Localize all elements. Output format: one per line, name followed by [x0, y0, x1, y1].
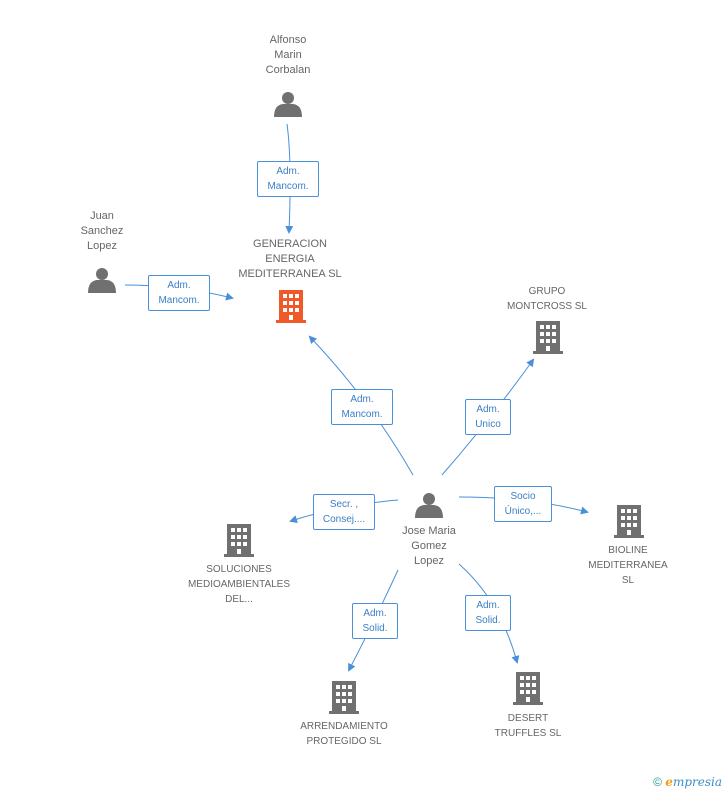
edge-label-juan-generacion[interactable]: Adm. Mancom.	[148, 275, 210, 311]
building-icon-desert[interactable]	[513, 672, 543, 705]
building-icon-grupo[interactable]	[533, 321, 563, 354]
building-icon-generacion[interactable]	[276, 290, 306, 323]
edge-label-jose-soluciones[interactable]: Secr. , Consej....	[313, 494, 375, 530]
person-icon-alfonso[interactable]	[274, 92, 302, 117]
company-label-generacion[interactable]: GENERACION ENERGIA MEDITERRANEA SL	[238, 238, 342, 280]
company-label-bioline[interactable]: BIOLINE MEDITERRANEA SL	[588, 545, 668, 586]
person-label-juan[interactable]: Juan Sanchez Lopez	[80, 210, 124, 252]
company-label-grupo[interactable]: GRUPO MONTCROSS SL	[506, 286, 587, 312]
edge-label-alfonso-generacion[interactable]: Adm. Mancom.	[257, 161, 319, 197]
company-label-desert[interactable]: DESERT TRUFFLES SL	[494, 713, 562, 739]
edge-label-jose-generacion[interactable]: Adm. Mancom.	[331, 389, 393, 425]
person-icon-jose[interactable]	[415, 493, 443, 518]
person-label-jose[interactable]: Jose Maria Gomez Lopez	[402, 525, 456, 567]
copyright-symbol: ©	[653, 775, 662, 789]
brand-logo: empresia	[665, 775, 722, 789]
person-icon-juan[interactable]	[88, 268, 116, 293]
company-label-soluciones[interactable]: SOLUCIONES MEDIOAMBIENTALES DEL...	[187, 564, 291, 605]
building-icon-bioline[interactable]	[614, 505, 644, 538]
building-icon-soluciones[interactable]	[224, 524, 254, 557]
edge-label-jose-desert[interactable]: Adm. Solid.	[465, 595, 511, 631]
edge-label-jose-bioline[interactable]: Socio Único,...	[494, 486, 552, 522]
edge-label-jose-arrendamiento[interactable]: Adm. Solid.	[352, 603, 398, 639]
person-label-alfonso[interactable]: Alfonso Marin Corbalan	[265, 34, 311, 76]
company-label-arrendamiento[interactable]: ARRENDAMIENTO PROTEGIDO SL	[300, 721, 388, 747]
edge-label-jose-grupo[interactable]: Adm. Unico	[465, 399, 511, 435]
footer-brand: © empresia	[653, 775, 722, 789]
building-icon-arrendamiento[interactable]	[329, 681, 359, 714]
